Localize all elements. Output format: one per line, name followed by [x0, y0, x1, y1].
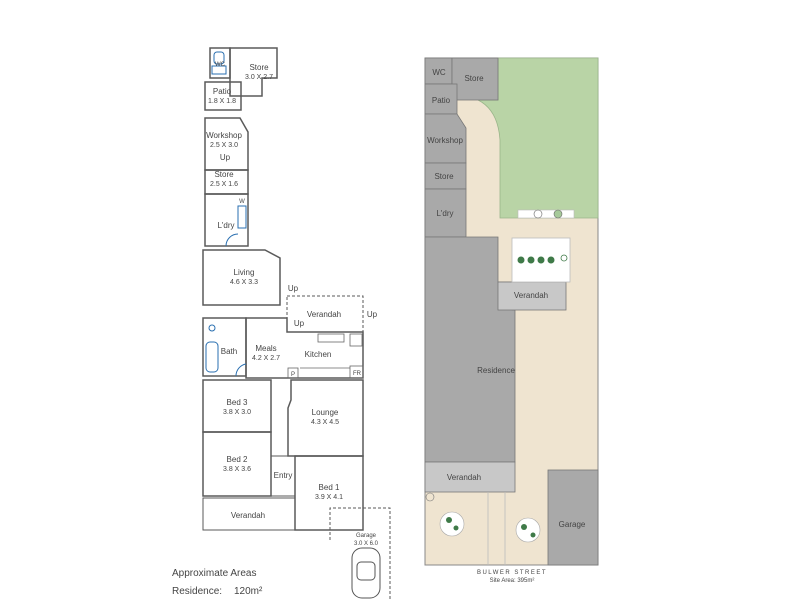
- bath-door-swing: [235, 363, 247, 377]
- front-garden: [425, 492, 541, 543]
- room-name-garage: Garage: [356, 533, 377, 539]
- room-name-patio: Patio: [213, 87, 232, 96]
- wet-area-fixtures: [205, 51, 247, 377]
- sink-icon: [317, 333, 345, 343]
- toilet-icon: [213, 51, 225, 65]
- site-plan: [424, 57, 599, 566]
- room-dims-garage: 3.0 X 6.0: [354, 541, 379, 547]
- verandah-front-walls: [202, 497, 296, 531]
- site-wc: [424, 57, 453, 85]
- floor-plan: [202, 47, 391, 600]
- room-dims-store2: 2.5 X 1.6: [210, 181, 238, 188]
- fridge-box: [349, 365, 364, 379]
- site-patio: [424, 83, 458, 115]
- site-label-store1: Store: [464, 74, 484, 83]
- areas-title: Approximate Areas: [172, 568, 257, 579]
- site-label-patio: Patio: [432, 96, 451, 105]
- store-walls: [229, 47, 278, 97]
- garage-walls: [329, 507, 391, 600]
- site-workshop: [424, 113, 467, 164]
- room-name-bed2: Bed 2: [227, 455, 248, 464]
- floor-plan-labels: WC Store 3.0 X 2.7 Patio 1.8 X 1.8 Works…: [206, 62, 379, 547]
- room-name-verandah-front: Verandah: [231, 511, 265, 520]
- street-name: BULWER STREET: [477, 570, 547, 576]
- site-label-workshop: Workshop: [427, 136, 463, 145]
- room-dims-bed1: 3.9 X 4.1: [315, 494, 343, 501]
- room-name-bed1: Bed 1: [319, 483, 340, 492]
- room-name-entry: Entry: [274, 471, 293, 480]
- site-garage: [547, 469, 599, 566]
- bathtub-icon: [205, 341, 219, 373]
- room-name-store: Store: [249, 63, 269, 72]
- cooktop-icon: [349, 333, 363, 347]
- area-value: 120m²: [234, 586, 263, 597]
- site-label-store2: Store: [434, 172, 454, 181]
- site-label-residence: Residence: [477, 366, 515, 375]
- lawn-shrub-icon: [553, 209, 563, 219]
- room-dims-bed2: 3.8 X 3.6: [223, 466, 251, 473]
- laundry-door-swing: [225, 233, 239, 247]
- room-name-store2: Store: [214, 170, 234, 179]
- cistern-icon: [211, 65, 227, 75]
- marker-pantry: P: [291, 372, 295, 378]
- lounge-walls: [287, 379, 364, 457]
- meals-kitchen-walls: [245, 317, 364, 379]
- room-dims-meals: 4.2 X 2.7: [252, 355, 280, 362]
- room-dims-workshop: 2.5 X 3.0: [210, 142, 238, 149]
- lawn-tree-icon: [533, 209, 543, 219]
- pantry-box: [287, 367, 299, 379]
- approximate-areas: Approximate Areas Residence: 120m²: [172, 568, 332, 604]
- room-name-lounge: Lounge: [312, 408, 339, 417]
- marker-up-4: Up: [294, 319, 305, 328]
- site-label-ldry: L'dry: [436, 209, 453, 218]
- site-area: Site Area: 395m²: [490, 578, 535, 584]
- room-dims-patio: 1.8 X 1.8: [208, 98, 236, 105]
- room-dims-lounge: 4.3 X 4.5: [311, 419, 339, 426]
- room-name-wc: WC: [215, 62, 226, 68]
- room-name-laundry: L'dry: [217, 221, 234, 230]
- site-label-verandah2: Verandah: [447, 473, 481, 482]
- bed1-walls: [294, 455, 364, 531]
- room-name-verandah-rear: Verandah: [307, 310, 341, 319]
- room-dims-bed3: 3.8 X 3.0: [223, 409, 251, 416]
- room-name-bed3: Bed 3: [227, 398, 248, 407]
- basin-icon: [208, 324, 216, 332]
- laundry-tub-icon: [237, 205, 247, 229]
- room-name-bath: Bath: [221, 347, 237, 356]
- site-verandah-rear: [497, 281, 567, 311]
- area-row-residence: Residence: 120m²: [172, 586, 332, 604]
- lawn-bench: [517, 209, 575, 219]
- room-name-living: Living: [234, 268, 255, 277]
- site-verandah-front: [424, 461, 516, 493]
- marker-fridge: FR: [353, 371, 362, 377]
- marker-up-3: Up: [367, 310, 378, 319]
- area-label: Residence:: [172, 586, 223, 597]
- site-laundry: [424, 188, 467, 238]
- bed2-walls: [202, 431, 272, 497]
- room-name-meals: Meals: [255, 344, 276, 353]
- room-name-kitchen: Kitchen: [305, 350, 332, 359]
- site-store2: [424, 162, 467, 190]
- room-name-workshop: Workshop: [206, 131, 242, 140]
- marker-up-2: Up: [288, 284, 299, 293]
- room-dims-living: 4.6 X 3.3: [230, 279, 258, 286]
- kitchen-fixtures: [287, 333, 364, 379]
- site-store1: [451, 57, 499, 101]
- marker-up-1: Up: [220, 153, 231, 162]
- site-label-verandah1: Verandah: [514, 291, 548, 300]
- site-label-wc: WC: [432, 68, 446, 77]
- workshop-walls: [204, 117, 249, 171]
- site-plan-labels: WC Store Patio Workshop Store L'dry Vera…: [427, 68, 586, 584]
- site-label-garage: Garage: [559, 520, 586, 529]
- patio-walls: [204, 81, 242, 111]
- living-walls: [202, 249, 281, 306]
- planter-tree-icon: [560, 254, 568, 262]
- marker-w: W: [239, 199, 245, 205]
- car-icon: [351, 547, 381, 599]
- planter-shrubs: [517, 256, 555, 264]
- room-dims-store: 3.0 X 2.7: [245, 74, 273, 81]
